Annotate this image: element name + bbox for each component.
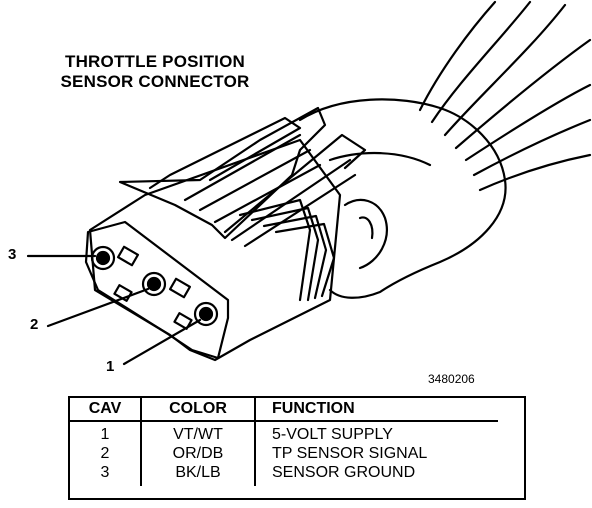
- connector-ribs: [238, 198, 336, 302]
- pin-2-leader-line: [46, 287, 150, 328]
- locking-latch: [118, 106, 367, 248]
- title-line-2: SENSOR CONNECTOR: [60, 72, 250, 91]
- table-row: 2 OR/DB TP SENSOR SIGNAL: [70, 444, 498, 463]
- header-cav: CAV: [70, 397, 141, 422]
- cell-color: OR/DB: [140, 444, 255, 463]
- cell-cav: 1: [100, 426, 110, 443]
- cavity-slot: [168, 277, 192, 299]
- figure-id: 3480206: [428, 372, 475, 386]
- title-line-1: THROTTLE POSITION: [64, 52, 245, 71]
- connector-face: [84, 220, 230, 360]
- cell-function: TP SENSOR SIGNAL: [254, 444, 498, 463]
- cavity-slot: [116, 245, 140, 267]
- cell-cav: 2: [100, 445, 110, 462]
- cell-function: SENSOR GROUND: [254, 463, 498, 486]
- wire-bundle: [418, 0, 592, 192]
- pin-1-leader-line: [122, 318, 202, 366]
- diagram-title: THROTTLE POSITION SENSOR CONNECTOR: [40, 52, 270, 92]
- cell-color: BK/LB: [140, 463, 255, 486]
- cell-function: 5-VOLT SUPPLY: [254, 421, 498, 444]
- cell-cav: 3: [100, 464, 110, 481]
- table-row: 3 BK/LB SENSOR GROUND: [70, 463, 498, 486]
- table-row: 1 VT/WT 5-VOLT SUPPLY: [70, 421, 498, 444]
- pin-2-terminal: [141, 271, 167, 297]
- table-header-row: CAV COLOR FUNCTION: [70, 397, 498, 422]
- pin-3-terminal: [90, 245, 116, 271]
- pin-2-callout: 2: [30, 316, 39, 333]
- pin-3-callout: 3: [8, 246, 17, 263]
- header-function: FUNCTION: [254, 397, 498, 422]
- cell-color: VT/WT: [140, 421, 255, 444]
- pinout-table: CAV COLOR FUNCTION 1 VT/WT 5-VOLT SUPPLY…: [70, 397, 498, 486]
- cavity-slot: [173, 312, 193, 330]
- pin-1-terminal: [193, 301, 219, 327]
- header-color: COLOR: [140, 397, 255, 422]
- pin-1-callout: 1: [106, 358, 115, 375]
- connector-boot: [298, 98, 507, 299]
